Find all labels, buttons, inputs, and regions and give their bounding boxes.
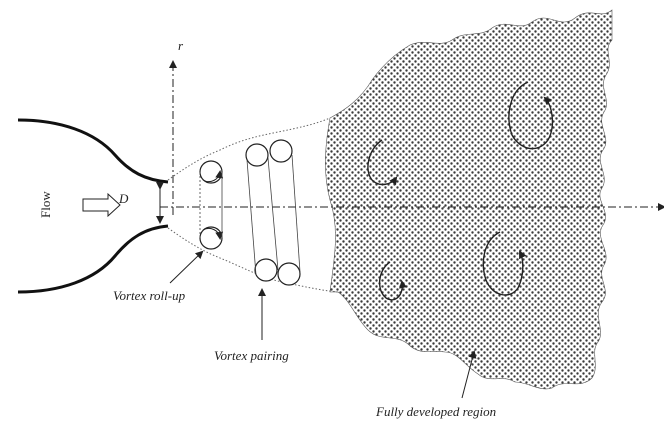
pairing-link-1 <box>246 159 257 276</box>
pairing-link-3 <box>291 154 301 273</box>
diameter-label: D <box>118 191 129 206</box>
nozzle-upper-wall <box>17 118 169 184</box>
vortex-rollup-label: Vortex roll-up <box>113 288 186 303</box>
flow-arrow-icon <box>82 192 121 218</box>
fully-developed-leader <box>461 350 477 399</box>
vortex-pairing-label: Vortex pairing <box>214 348 289 363</box>
pairing-vortex-lower-1 <box>254 258 278 282</box>
nozzle-lower-wall <box>17 224 169 294</box>
rollup-vortex-upper-arrow <box>202 170 224 183</box>
pairing-vortex-upper-1 <box>245 143 269 167</box>
fully-developed-label: Fully developed region <box>375 404 496 419</box>
fully-developed-region-shape <box>325 9 613 390</box>
eddy-lower-right <box>482 231 527 296</box>
shear-layer-upper-outline <box>167 117 331 181</box>
eddy-upper-right <box>508 81 554 150</box>
shear-layer-lower-outline <box>167 227 339 293</box>
eddy-lower-left <box>379 261 407 301</box>
rollup-vortex-lower-arrow <box>202 227 224 240</box>
pairing-vortex-upper-2 <box>269 139 293 163</box>
pairing-vortex-lower-2 <box>277 262 301 286</box>
eddy-upper-left <box>367 139 398 186</box>
radial-axis-label: r <box>178 38 184 53</box>
flow-label: Flow <box>38 191 53 218</box>
vortex-rollup-leader <box>169 250 204 284</box>
pairing-link-2 <box>267 157 279 271</box>
